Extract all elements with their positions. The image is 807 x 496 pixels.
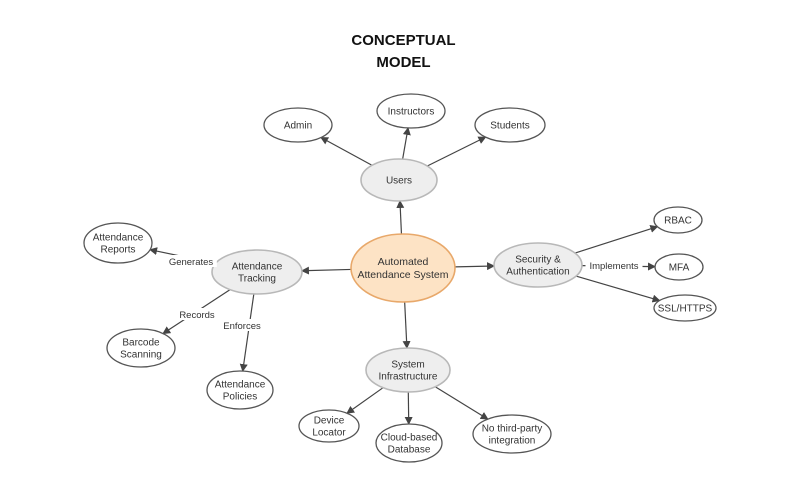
node-label: Users — [386, 176, 412, 187]
edge-system-infrastructure-to-device-locator — [346, 387, 384, 414]
node-shape — [106, 328, 176, 368]
node-shape — [376, 93, 446, 129]
node-shape — [211, 249, 303, 295]
edge-label-implements: Implements — [589, 261, 638, 272]
edge-center-to-security — [454, 262, 496, 271]
diagram-title: CONCEPTUAL MODEL — [0, 30, 807, 74]
edge-label-bg — [165, 255, 217, 267]
node-shape — [654, 253, 704, 281]
edge-label-records: Records — [179, 310, 215, 321]
node-shape — [298, 409, 360, 443]
node-ssl: SSL/HTTPS — [653, 294, 717, 322]
node-shape — [653, 294, 717, 322]
node-shape — [474, 107, 546, 143]
node-students: Students — [474, 107, 546, 143]
node-shape — [653, 206, 703, 234]
title-line-1: CONCEPTUAL — [351, 32, 456, 49]
edge-system-infrastructure-to-no-third-party — [434, 386, 489, 420]
node-security: Security &Authentication — [493, 242, 583, 288]
node-shape — [83, 222, 153, 264]
edge-users-to-students — [427, 136, 487, 167]
edge-attendance-tracking-to-attendance-policies — [239, 293, 255, 373]
node-shape — [365, 347, 451, 393]
node-shape — [360, 158, 438, 202]
edge-label-enforces: Enforces — [223, 321, 261, 332]
edge-label-bg — [218, 319, 266, 331]
title-line-2: MODEL — [376, 54, 431, 71]
edge-label-generates: Generates — [169, 257, 214, 268]
edge-label-bg — [176, 308, 218, 320]
node-users: Users — [360, 158, 438, 202]
node-label: Admin — [284, 121, 312, 132]
node-label: Security &Authentication — [506, 255, 569, 278]
node-label: Instructors — [388, 107, 435, 118]
node-admin: Admin — [263, 107, 333, 143]
edge-center-to-users — [396, 199, 405, 235]
node-shape — [206, 370, 274, 410]
edge-users-to-instructors — [402, 126, 411, 160]
node-mfa: MFA — [654, 253, 704, 281]
node-label: RBAC — [664, 216, 692, 227]
node-shape — [375, 423, 443, 463]
edge-center-to-system-infrastructure — [402, 301, 411, 350]
node-label: MFA — [669, 263, 690, 274]
node-label: Students — [490, 121, 529, 132]
edge-security-to-ssl — [575, 275, 661, 303]
node-label: SSL/HTTPS — [658, 304, 713, 315]
edge-label-bg — [585, 259, 643, 271]
node-shape — [493, 242, 583, 288]
node-instructors: Instructors — [376, 93, 446, 129]
node-shape — [263, 107, 333, 143]
edge-center-to-attendance-tracking — [300, 266, 352, 275]
node-shape — [472, 414, 552, 454]
node-rbac: RBAC — [653, 206, 703, 234]
edge-security-to-rbac — [574, 224, 659, 254]
edge-users-to-admin — [320, 136, 373, 166]
node-shape — [350, 233, 456, 303]
